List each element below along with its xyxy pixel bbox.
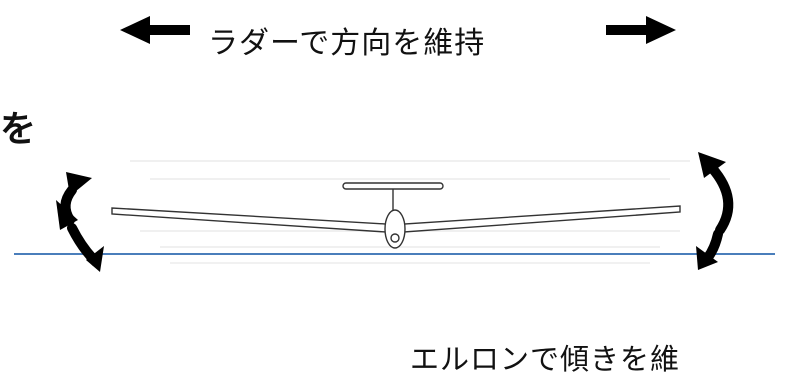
left-roll-arrow-icon bbox=[60, 185, 101, 267]
aileron-caption: エルロンで傾きを維 bbox=[410, 342, 681, 376]
right-roll-arrow-icon bbox=[699, 163, 734, 267]
left-arrow-icon bbox=[120, 16, 190, 44]
rudder-caption: ラダーで方向を維持 bbox=[208, 26, 486, 61]
left-roll-arrowhead-lower-icon bbox=[86, 246, 104, 272]
right-arrow-icon bbox=[606, 16, 676, 44]
glider-icon bbox=[111, 182, 681, 249]
cropped-caption: を bbox=[0, 109, 37, 150]
left-roll-arrowhead-top-icon bbox=[66, 172, 92, 196]
right-roll-arrowhead-bottom-icon bbox=[696, 246, 718, 270]
right-roll-arrowhead-top-icon bbox=[698, 152, 726, 178]
left-roll-arrowhead-bottom-icon bbox=[56, 200, 78, 230]
